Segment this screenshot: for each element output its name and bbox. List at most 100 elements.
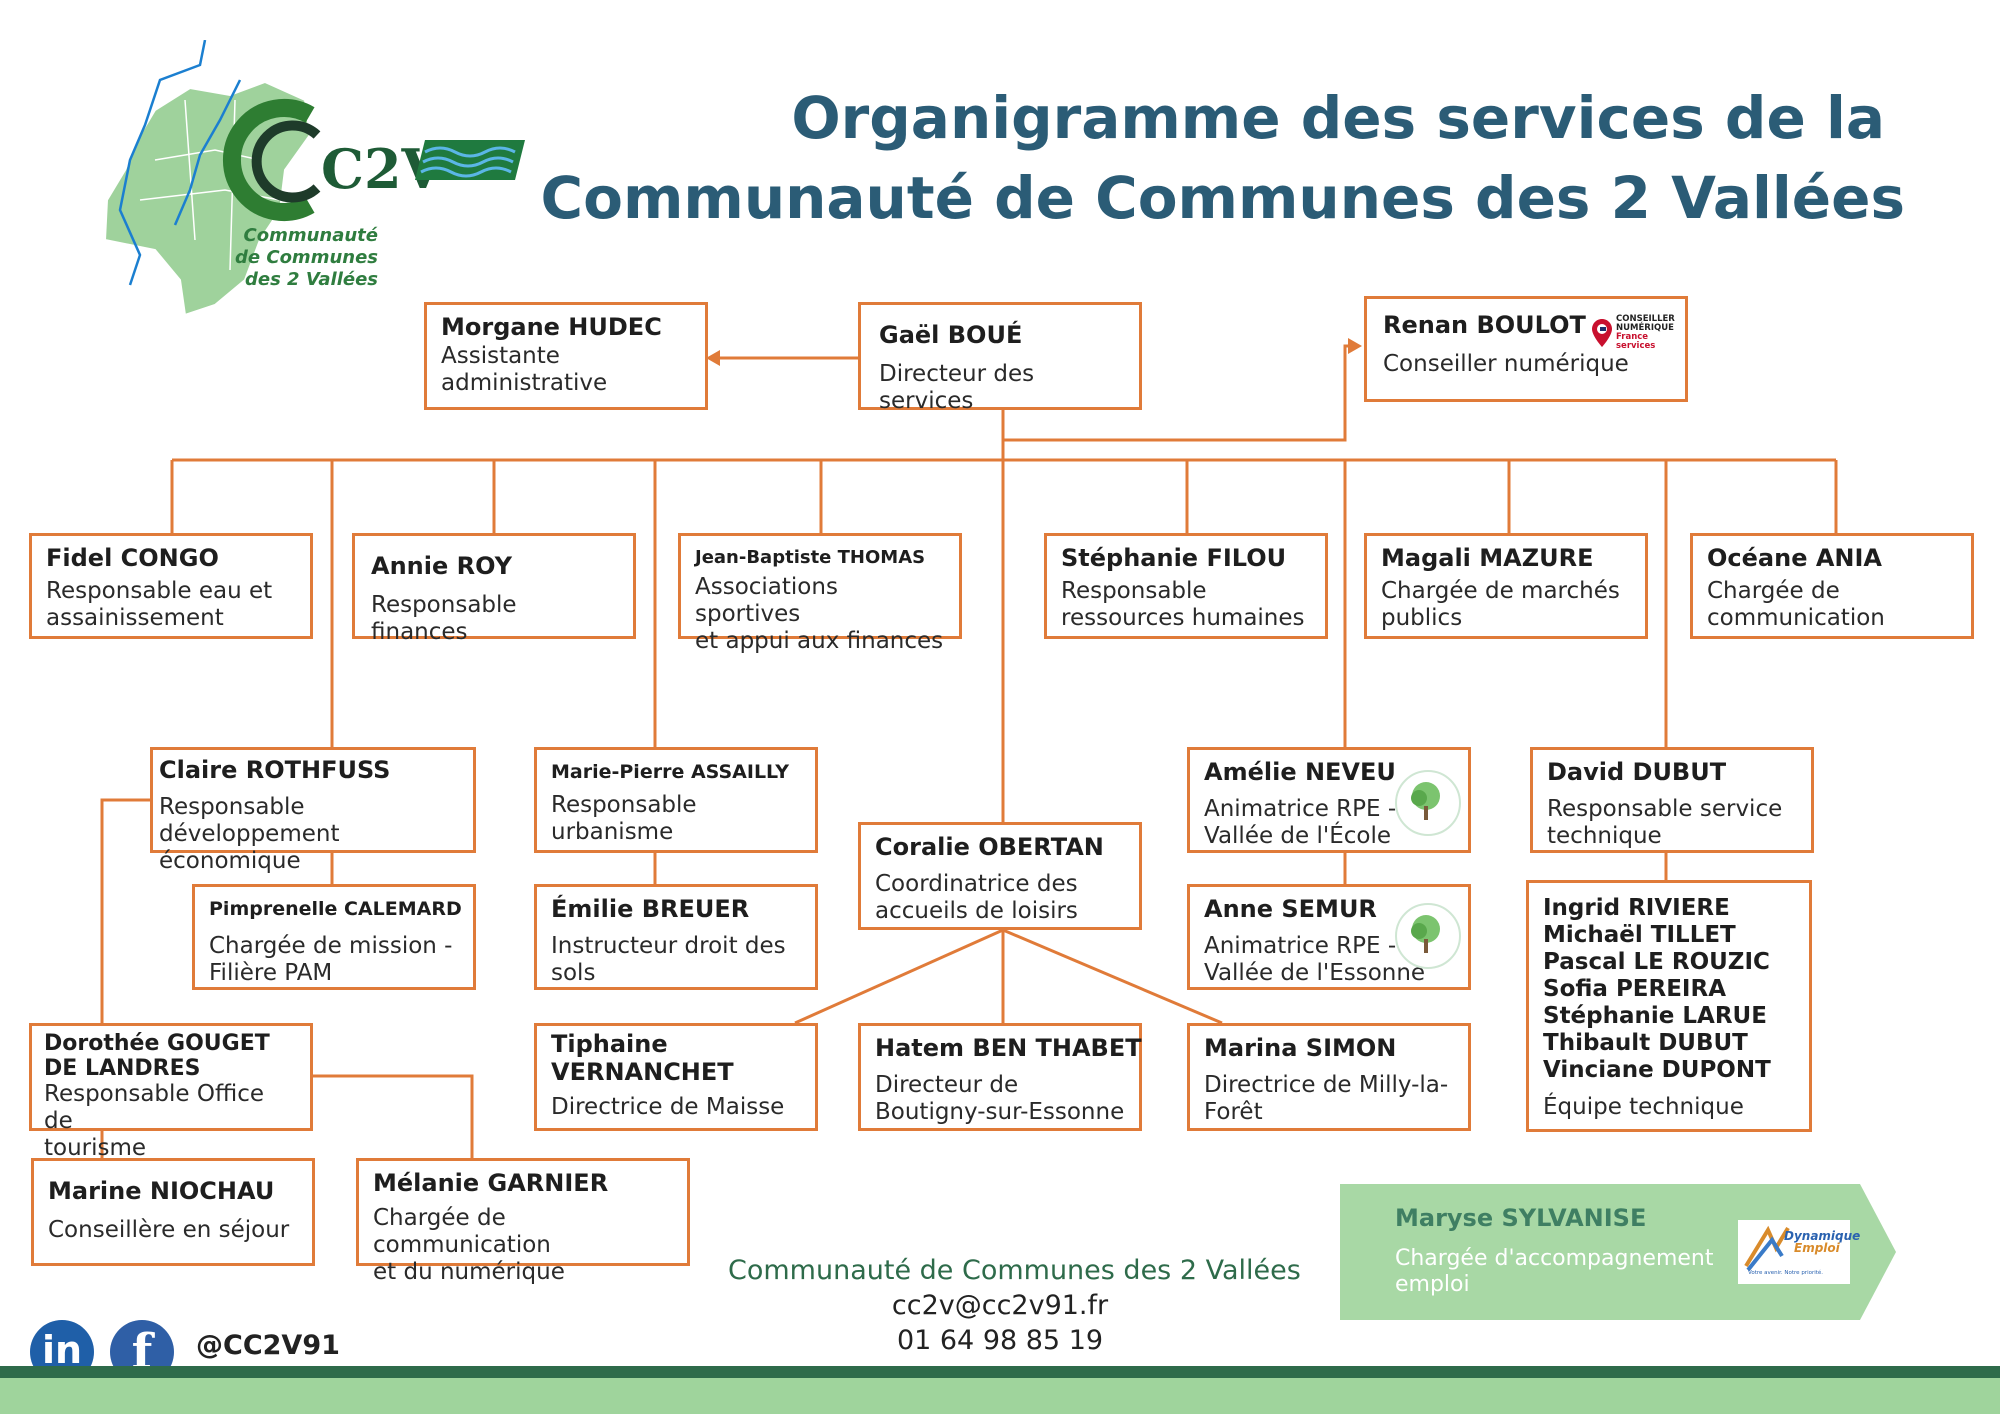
dynamique-emploi-mark: [1744, 1225, 1790, 1272]
logo-tagline: Votre avenir. Notre priorité.: [1748, 1270, 1824, 1276]
arrow-head: [706, 350, 720, 366]
node-role: Responsable service technique: [1547, 796, 1783, 849]
banner-arrow-shape: [1340, 1184, 1896, 1320]
org-node-breuer: Émilie BREUER Instructeur droit des sols: [534, 884, 818, 990]
badge-line: services: [1616, 341, 1656, 351]
rpe-logo: [1395, 770, 1461, 836]
node-name: Coralie OBERTAN: [875, 833, 1104, 861]
node-role: Responsable eau et assainissement: [46, 578, 273, 631]
org-node-rothfuss: Claire ROTHFUSS Responsable développemen…: [150, 747, 476, 874]
connector-line: [312, 1074, 474, 1158]
connector-line: [1002, 928, 1223, 1025]
team-member: Pascal LE ROUZIC: [1543, 949, 1770, 975]
badge-text: CONSEILLER NUMÉRIQUE France services: [1616, 315, 1675, 351]
page-title: Organigramme des services de la Communau…: [541, 78, 1905, 238]
node-name: Claire ROTHFUSS: [159, 756, 391, 784]
org-node-dubut: David DUBUT Responsable service techniqu…: [1530, 747, 1814, 853]
node-name: Dorothée GOUGET DE LANDRES: [44, 1031, 270, 1081]
c2v-logo: C2V Communauté de Communes des 2 Vallées: [95, 39, 535, 340]
node-role: Directrice de Maisse: [551, 1094, 785, 1120]
node-name: Pimprenelle CALEMARD: [209, 898, 462, 920]
org-node-vernanchet: Tiphaine VERNANCHET Directrice de Maisse: [534, 1023, 818, 1131]
node-role: Instructeur droit des sols: [551, 933, 786, 986]
org-node-mazure: Magali MAZURE Chargée de marchés publics: [1364, 533, 1648, 639]
org-node-hudec: Morgane HUDEC Assistante administrative: [424, 302, 708, 410]
node-role: Responsable ressources humaines: [1061, 578, 1305, 631]
tree-icon: [1411, 915, 1440, 953]
node-role: Chargée de communication et du numérique: [373, 1205, 565, 1285]
org-node-boue: Gaël BOUÉ Directeur des services: [858, 302, 1142, 414]
node-name: Annie ROY: [371, 552, 513, 580]
node-role: Coordinatrice des accueils de loisirs: [875, 871, 1078, 924]
node-role: Assistante administrative: [441, 343, 608, 396]
node-role: Responsable finances: [371, 592, 517, 645]
team-member: Vinciane DUPONT: [1543, 1057, 1771, 1083]
connector-line: [100, 798, 150, 1023]
badge-line: CONSEILLER: [1616, 314, 1675, 324]
node-role: Associations sportives et appui aux fina…: [695, 574, 944, 654]
node-name: Fidel CONGO: [46, 544, 219, 572]
logo-word: Dynamique: [1784, 1229, 1861, 1243]
org-node-gouget: Dorothée GOUGET DE LANDRES Responsable O…: [29, 1023, 313, 1161]
tree-icon: [1411, 782, 1440, 820]
org-node-ania: Océane ANIA Chargée de communication: [1690, 533, 1974, 639]
node-role: Animatrice RPE - Vallée de l'École: [1204, 796, 1397, 849]
team-member: Thibault DUBUT: [1543, 1030, 1748, 1056]
arrow-head: [1348, 338, 1362, 354]
logo-caption-line: des 2 Vallées: [244, 269, 378, 290]
badge-line: France: [1616, 332, 1649, 342]
node-name: David DUBUT: [1547, 758, 1727, 786]
node-name: Marine NIOCHAU: [48, 1177, 275, 1205]
territory-map-graphic: C2V: [103, 39, 525, 317]
team-member: Sofia PEREIRA: [1543, 976, 1727, 1002]
node-role: Conseillère en séjour: [48, 1217, 290, 1243]
node-role: Responsable Office de tourisme: [44, 1081, 264, 1161]
node-role: Conseiller numérique: [1383, 351, 1629, 377]
logo-word: Emploi: [1794, 1241, 1840, 1255]
node-name: Morgane HUDEC: [441, 313, 662, 341]
connector-line: [794, 928, 1004, 1025]
dynamique-emploi-logo: Dynamique Emploi Votre avenir. Notre pri…: [1738, 1220, 1860, 1284]
node-role: Chargée de marchés publics: [1381, 578, 1620, 631]
title-line-1: Organigramme des services de la: [791, 84, 1885, 152]
node-role: Chargée d'accompagnement emploi: [1395, 1246, 1714, 1297]
org-node-boulot: Renan BOULOT Conseiller numérique CONSEI…: [1364, 296, 1688, 402]
team-member: Michaël TILLET: [1543, 922, 1736, 948]
node-role: Directrice de Milly-la- Forêt: [1204, 1072, 1449, 1125]
node-role: Directeur de Boutigny-sur-Essonne: [875, 1072, 1125, 1125]
node-name: Gaël BOUÉ: [879, 321, 1023, 349]
org-node-niochau: Marine NIOCHAU Conseillère en séjour: [31, 1158, 315, 1266]
node-role: Directeur des services: [879, 361, 1035, 414]
node-name: Marie-Pierre ASSAILLY: [551, 761, 789, 783]
node-name: Renan BOULOT: [1383, 311, 1586, 339]
node-name: Anne SEMUR: [1204, 895, 1377, 923]
node-role: Chargée de communication: [1707, 578, 1885, 631]
conseiller-numerique-badge: CONSEILLER NUMÉRIQUE France services: [1591, 315, 1675, 351]
footer-email[interactable]: cc2v@cc2v91.fr: [891, 1290, 1109, 1321]
node-name: Jean-Baptiste THOMAS: [695, 547, 926, 568]
org-node-calemard: Pimprenelle CALEMARD Chargée de mission …: [192, 884, 476, 990]
footer-bar-dark: [0, 1366, 2000, 1378]
rpe-logo: [1395, 903, 1461, 969]
node-name: Mélanie GARNIER: [373, 1169, 609, 1197]
node-name: Amélie NEVEU: [1204, 758, 1396, 786]
footer-bar-light: [0, 1378, 2000, 1414]
node-name: Océane ANIA: [1707, 544, 1882, 572]
org-node-roy: Annie ROY Responsable finances: [352, 533, 636, 645]
node-name: Tiphaine VERNANCHET: [551, 1030, 734, 1086]
footer-phone: 01 64 98 85 19: [896, 1325, 1104, 1356]
node-name: Magali MAZURE: [1381, 544, 1594, 572]
org-node-filou: Stéphanie FILOU Responsable ressources h…: [1044, 533, 1328, 639]
employment-support-banner: Maryse SYLVANISE Chargée d'accompagnemen…: [1340, 1184, 1900, 1320]
node-name: Hatem BEN THABET: [875, 1034, 1142, 1062]
node-role: Chargée de mission - Filière PAM: [209, 933, 453, 986]
logo-caption-line: Communauté: [243, 225, 379, 246]
node-name: Maryse SYLVANISE: [1395, 1204, 1647, 1232]
node-name: Stéphanie FILOU: [1061, 544, 1287, 572]
org-node-thomas: Jean-Baptiste THOMAS Associations sporti…: [678, 533, 962, 654]
logo-caption-line: de Communes: [235, 247, 378, 268]
logo-caption: Communauté de Communes des 2 Vallées: [235, 225, 378, 291]
node-role: Responsable urbanisme: [551, 792, 697, 845]
team-member: Ingrid RIVIERE: [1543, 895, 1730, 921]
